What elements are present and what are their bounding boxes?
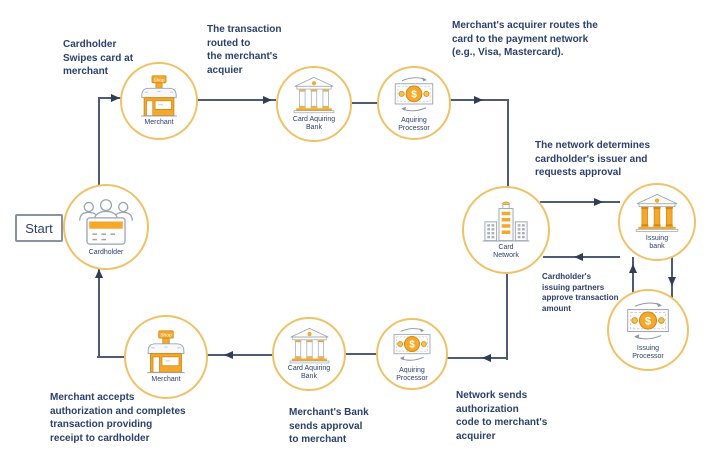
city-buildings-icon [482,201,530,242]
arrowhead-down-to-issuing-processor [667,277,676,286]
arrowhead-up-to-issuing-bank [628,264,637,273]
node-label-issuing-bank: Issuing bank [645,234,669,250]
annotation-network-determines: The network determines cardholder's issu… [535,140,651,178]
connector-processor-to-bank-bottom [344,353,378,355]
start-box: Start [15,214,63,242]
annotation-cardholder-swipes: Cardholder Swipes card at merchant [63,39,134,77]
node-label-issuing-processor: Issuing Processor [632,345,664,361]
connector-corner-to-cardholder [98,268,100,358]
arrowhead-to-merchant-bottom [224,350,233,359]
cardholder-icon [78,199,134,245]
arrowhead-to-acquiring-bank-top [263,95,272,104]
start-label: Start [25,220,53,236]
node-label-cardholder: Cardholder [88,248,124,256]
connector-merchant-to-acquiring-bank [196,99,276,101]
connector-network-to-issuing-bank [540,201,620,203]
shop-icon [146,330,186,373]
node-label-card-acquiring-bank-top: Card Aquiring Bank [292,115,336,131]
node-label-acquiring-processor-top: Aquiring Processor [398,116,430,132]
node-card-acquiring-bank-bottom: Card Aquiring Bank [272,317,346,391]
connector-cardholder-to-merchant-horizontal [98,97,122,99]
arrowhead-to-card-network [474,95,483,104]
node-label-merchant-bottom: Merchant [151,376,181,384]
annotation-issuing-partners: Cardholder's issuing partners approve tr… [542,272,619,313]
money-processor-icon [627,301,669,340]
bank-icon [635,194,679,233]
shop-icon [140,74,178,117]
node-label-merchant-top: Merchant [144,119,174,127]
node-label-acquiring-processor-bottom: Aquiring Processor [396,366,428,382]
connector-cardholder-to-merchant-vertical [98,98,100,186]
connector-corner-to-network [507,99,509,191]
node-card-acquiring-bank-top: Card Aquiring Bank [276,66,352,142]
arrowhead-to-issuing-bank [594,197,603,206]
connector-network-down [506,272,508,360]
node-acquiring-processor-bottom: Aquiring Processor [376,318,448,390]
node-acquiring-processor-top: Aquiring Processor [377,66,451,140]
connector-network-to-acquiring-processor [446,357,508,359]
arrowhead-to-acquiring-processor-bottom [482,353,491,362]
node-issuing-processor: Issuing Processor [607,289,689,371]
arrowhead-to-merchant-top [111,93,120,102]
node-label-card-acquiring-bank-bottom: Card Aquiring Bank [287,365,331,381]
money-processor-icon [394,76,434,111]
node-card-network: Card Network [462,186,550,274]
node-issuing-bank: Issuing bank [618,183,696,261]
node-cardholder: Cardholder [63,184,149,270]
arrowhead-up-to-cardholder [94,269,103,278]
connector-merchant-to-corner-bottom [97,356,126,358]
annotation-transaction-routed: The transaction routed to the merchant's… [207,24,282,76]
annotation-acquirer-routes: Merchant's acquirer routes the card to t… [452,20,598,58]
connector-bank-to-processor-top [350,102,379,104]
connector-issuing-processor-to-issuing-bank [632,257,634,293]
bank-icon [289,327,329,364]
node-merchant-top: Merchant [120,62,198,140]
bank-icon [293,77,335,114]
node-merchant-bottom: Merchant [124,315,208,399]
annotation-merchants-bank: Merchant's Bank sends approval to mercha… [289,407,369,445]
arrowhead-to-card-network-return [574,252,583,261]
annotation-network-sends: Network sends authorization code to merc… [456,390,548,442]
money-processor-icon [393,328,431,362]
connector-bank-to-merchant-bottom [206,354,274,356]
node-label-card-network: Card Network [493,244,519,260]
annotation-merchant-accepts: Merchant accepts authorization and compl… [50,392,186,444]
